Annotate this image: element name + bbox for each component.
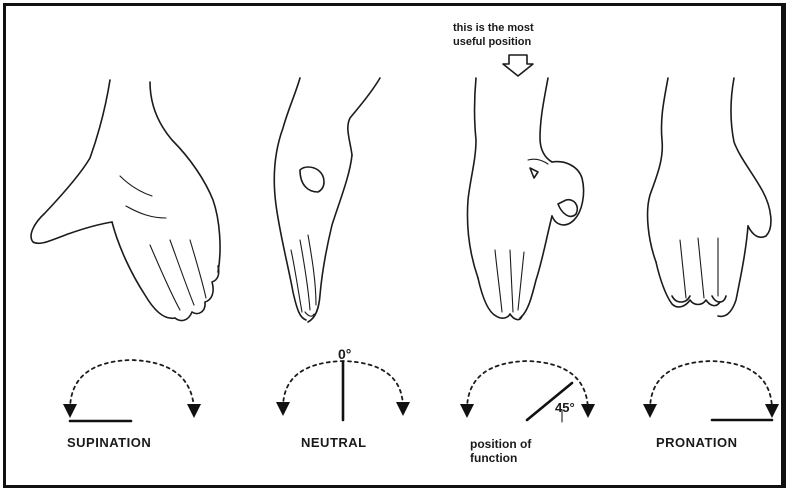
arc-function: 45° — [460, 361, 595, 422]
arrowhead-right-icon — [396, 402, 410, 416]
label-function-line-1: position of — [470, 437, 532, 451]
hand-neutral-drawing — [274, 78, 380, 322]
arrowhead-left-icon — [460, 404, 474, 418]
arrowhead-left-icon — [643, 404, 657, 418]
label-supination: SUPINATION — [67, 435, 151, 450]
label-neutral: NEUTRAL — [301, 435, 367, 450]
hand-pronation-drawing — [648, 78, 771, 316]
neutral-angle-label: 0° — [338, 346, 351, 362]
arc-pronation — [643, 361, 779, 420]
arrowhead-right-icon — [581, 404, 595, 418]
down-arrow-icon — [503, 55, 533, 76]
note-line-1: this is the most — [453, 22, 534, 34]
arrowhead-right-icon — [765, 404, 779, 418]
hand-supination-drawing — [31, 80, 220, 320]
label-pronation: PRONATION — [656, 435, 738, 450]
hand-function-drawing — [467, 78, 583, 320]
function-angle-label: 45° — [555, 400, 575, 415]
arc-supination — [63, 360, 201, 421]
label-function-line-2: function — [470, 451, 517, 465]
note-line-2: useful position — [453, 36, 532, 48]
arrowhead-left-icon — [63, 404, 77, 418]
arrowhead-left-icon — [276, 402, 290, 416]
arc-neutral: 0° — [276, 346, 410, 420]
arrowhead-right-icon — [187, 404, 201, 418]
